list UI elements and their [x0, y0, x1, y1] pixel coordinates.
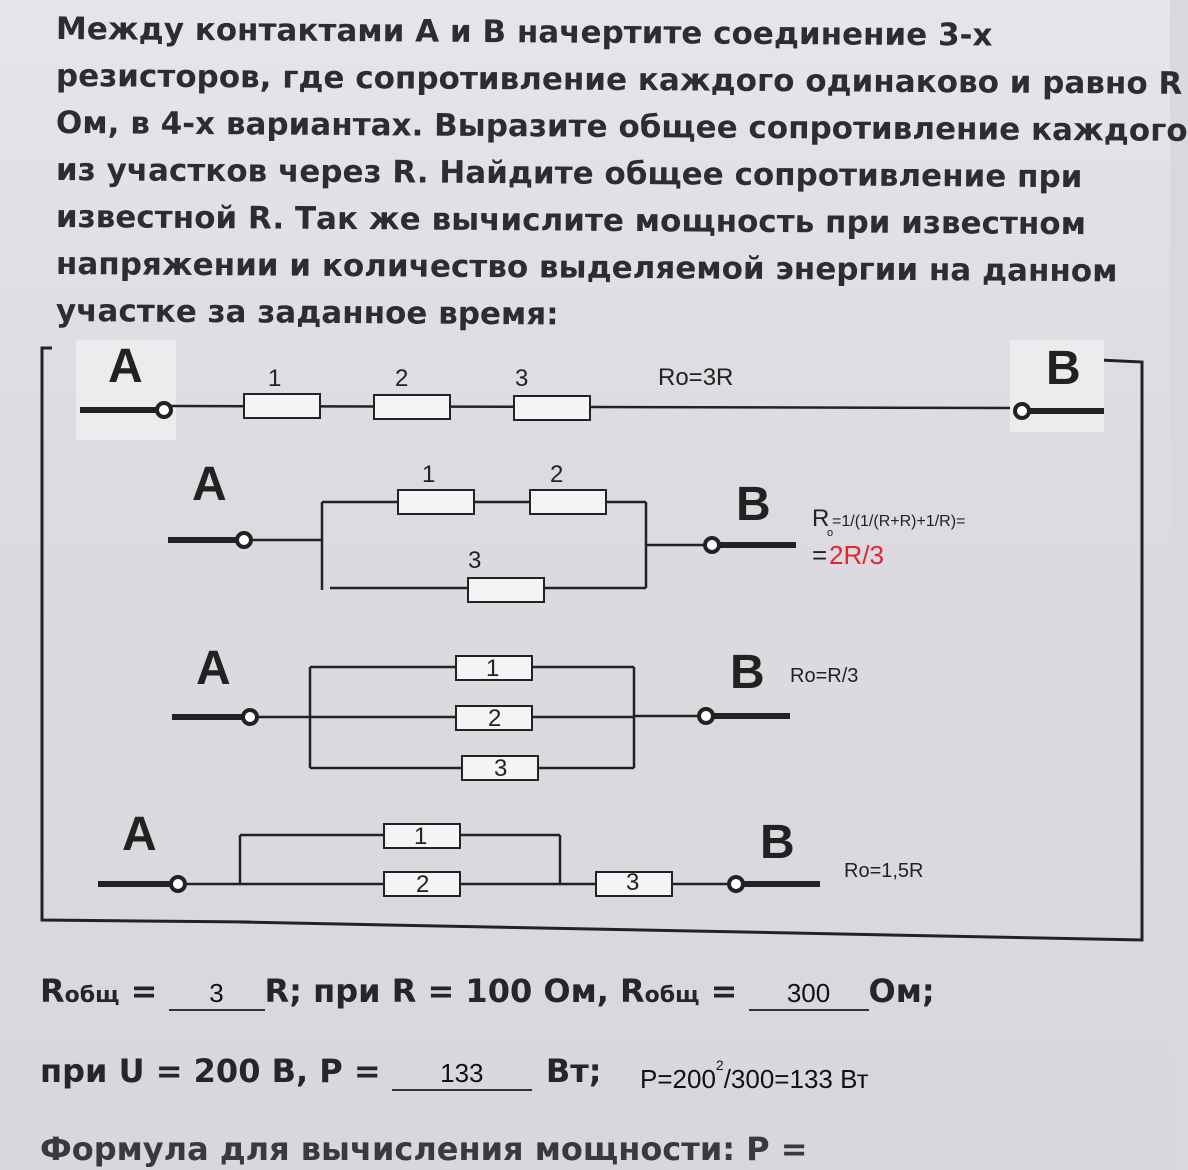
contact-a-label: А	[192, 458, 227, 511]
circuit-parallel: А 1 2 3 В Ro=R/3	[172, 642, 858, 782]
terminal-a	[235, 531, 253, 549]
r-label: R	[40, 972, 65, 1010]
resistor-3-label: 3	[468, 547, 481, 574]
mixed-result-sub: o	[827, 527, 833, 539]
resistor-2	[373, 394, 451, 420]
r-end-text: Ом;	[868, 972, 935, 1010]
circuit-parallel-series: А 1 2 3 В Ro=1,5R	[98, 808, 924, 898]
terminal-b	[727, 875, 745, 893]
formula-line: Формула для вычисления мощности: P =	[40, 1130, 808, 1168]
resistor-3	[461, 755, 539, 781]
circuit-mixed-parallel: А 1 2 3 В R o =1/(1/(R+R)+1/R)= = 2R/3	[168, 458, 965, 603]
resistor-1	[243, 393, 321, 419]
resistor-2-label: 2	[550, 461, 563, 488]
contact-a-label: А	[122, 808, 157, 861]
resistor-3-label: 3	[626, 869, 639, 896]
mixed-result-value: 2R/3	[829, 540, 884, 570]
resistor-3	[595, 871, 673, 897]
terminal-b	[1013, 402, 1031, 420]
task-text: Между контактами А и В начертите соедине…	[55, 6, 1188, 335]
contact-b-label: В	[730, 646, 765, 699]
task-line: напряжении и количество выделяемой энерг…	[55, 246, 1118, 290]
frame-border	[239, 358, 1144, 942]
r-total-ohm-field[interactable]: 300	[748, 978, 869, 1011]
resistor-2-label: 2	[416, 871, 429, 898]
terminal-b	[697, 707, 715, 725]
resistor-3-label: 3	[494, 755, 507, 782]
p-calc-exp: 2	[715, 1057, 724, 1073]
p-prefix: при U = 200 В, P =	[40, 1052, 392, 1090]
resistor-1-label: 1	[422, 461, 435, 488]
mixed-result-r: R	[812, 505, 829, 532]
contact-b-label: В	[760, 816, 795, 869]
resistor-1-label: 1	[486, 655, 499, 682]
terminal-a	[155, 401, 173, 419]
power-line: при U = 200 В, P = 133 Вт;	[40, 1052, 602, 1091]
mixed-series-result: Ro=1,5R	[844, 860, 924, 882]
task-line: из участков через R. Найдите общее сопро…	[55, 152, 1083, 196]
resistor-1	[383, 823, 461, 849]
r-total-field[interactable]: 3	[168, 978, 265, 1011]
task-line: Ом, в 4-х вариантах. Выразите общее сопр…	[55, 105, 1188, 149]
resistor-1-label: 1	[414, 823, 427, 850]
r-sub-2: общ	[644, 983, 700, 1008]
frame-border	[40, 346, 251, 924]
contact-a-patch	[76, 340, 176, 440]
parallel-result: Ro=R/3	[790, 665, 858, 687]
resistor-3-label: 3	[515, 365, 528, 392]
resistor-2	[383, 871, 461, 897]
resistor-2	[455, 705, 533, 731]
resistor-2-label: 2	[488, 705, 501, 732]
r-eq: =	[119, 972, 169, 1010]
p-field[interactable]: 133	[391, 1058, 532, 1091]
contact-b-label: В	[1046, 342, 1081, 395]
task-line: Между контактами А и В начертите соедине…	[55, 11, 993, 54]
p-calc-a: P=200	[640, 1064, 716, 1094]
contact-b-label: В	[736, 478, 771, 531]
r-mid-text: R; при R = 100 Ом,	[264, 972, 621, 1010]
r-sub: общ	[64, 983, 120, 1008]
resistor-3	[467, 577, 545, 603]
task-line: участке за заданное время:	[55, 293, 559, 333]
circuit-series: А 1 2 3 Ro=3R В	[76, 340, 1104, 440]
resistor-2-label: 2	[395, 365, 408, 392]
task-line: резисторов, где сопротивление каждого од…	[55, 58, 1183, 102]
resistor-3	[513, 395, 591, 421]
r-eq-2: =	[699, 972, 749, 1010]
power-calc: P=2002/300=133 Вт	[640, 1057, 869, 1095]
p-calc-b: /300=133 Вт	[723, 1064, 869, 1094]
mixed-result-eq: =	[812, 540, 827, 570]
resistor-1-label: 1	[268, 365, 281, 392]
resistor-1	[397, 489, 475, 515]
terminal-a	[169, 875, 187, 893]
circuits-frame: А 1 2 3 Ro=3R В А 1 2	[40, 340, 1144, 942]
task-line: известной R. Так же вычислите мощность п…	[55, 199, 1087, 243]
resistor-2	[529, 489, 607, 515]
contact-a-label: А	[108, 340, 143, 393]
terminal-a	[241, 708, 259, 726]
contact-a-label: А	[196, 642, 231, 695]
terminal-b	[703, 536, 721, 554]
r-label-2: R	[620, 972, 645, 1010]
mixed-result-formula: =1/(1/(R+R)+1/R)=	[832, 513, 965, 530]
series-result: Ro=3R	[658, 364, 733, 391]
p-end-text: Вт;	[545, 1052, 602, 1090]
resistor-1	[455, 655, 533, 681]
